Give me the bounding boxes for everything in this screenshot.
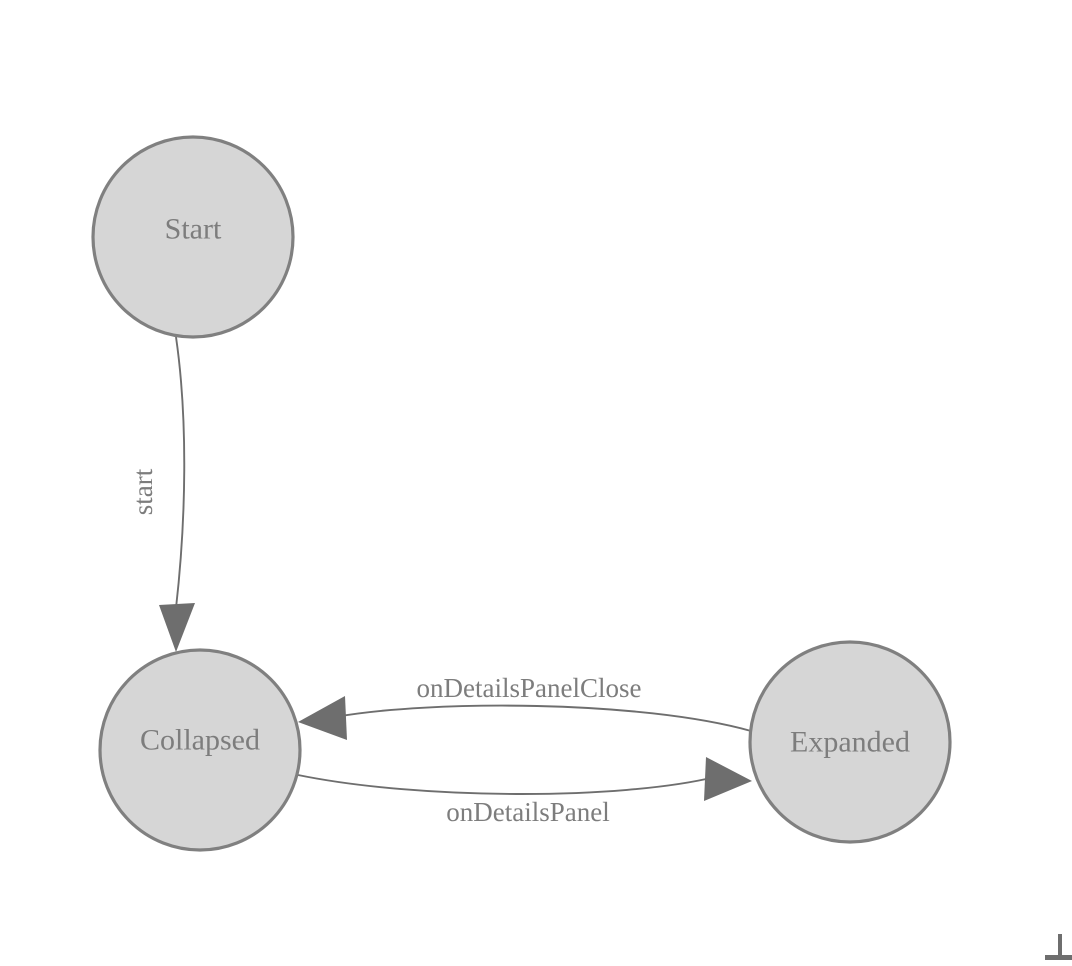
edge-path-collapsed-to-expanded [297,774,716,795]
edge-label-start: start [128,468,158,515]
edge-path-start-to-collapsed [175,336,186,609]
arrowhead-left-into-collapsed [298,696,347,740]
corner-frame-horizontal-line [1045,955,1072,960]
edge-label-on-details-panel-close: onDetailsPanelClose [417,673,642,703]
edge-expanded-to-collapsed[interactable]: onDetailsPanelClose [298,673,752,740]
edge-collapsed-to-expanded[interactable]: onDetailsPanel [297,757,752,827]
node-start[interactable]: Start [91,135,295,339]
node-expanded-label: Expanded [790,726,910,759]
corner-frame-vertical-line [1058,934,1062,960]
arrowhead-down-into-collapsed [159,603,195,652]
arrowhead-right-into-expanded [704,757,752,801]
node-expanded[interactable]: Expanded [748,640,952,844]
node-start-label: Start [165,213,222,246]
node-expanded-circle [748,640,952,844]
node-collapsed[interactable]: Collapsed [98,648,302,852]
edge-path-expanded-to-collapsed [334,704,752,732]
corner-frame [1045,934,1072,960]
edge-start-to-collapsed[interactable]: start [128,336,195,652]
node-collapsed-label: Collapsed [140,724,260,757]
edge-label-on-details-panel: onDetailsPanel [446,797,609,827]
node-collapsed-circle [98,648,302,852]
node-start-circle [91,135,295,339]
